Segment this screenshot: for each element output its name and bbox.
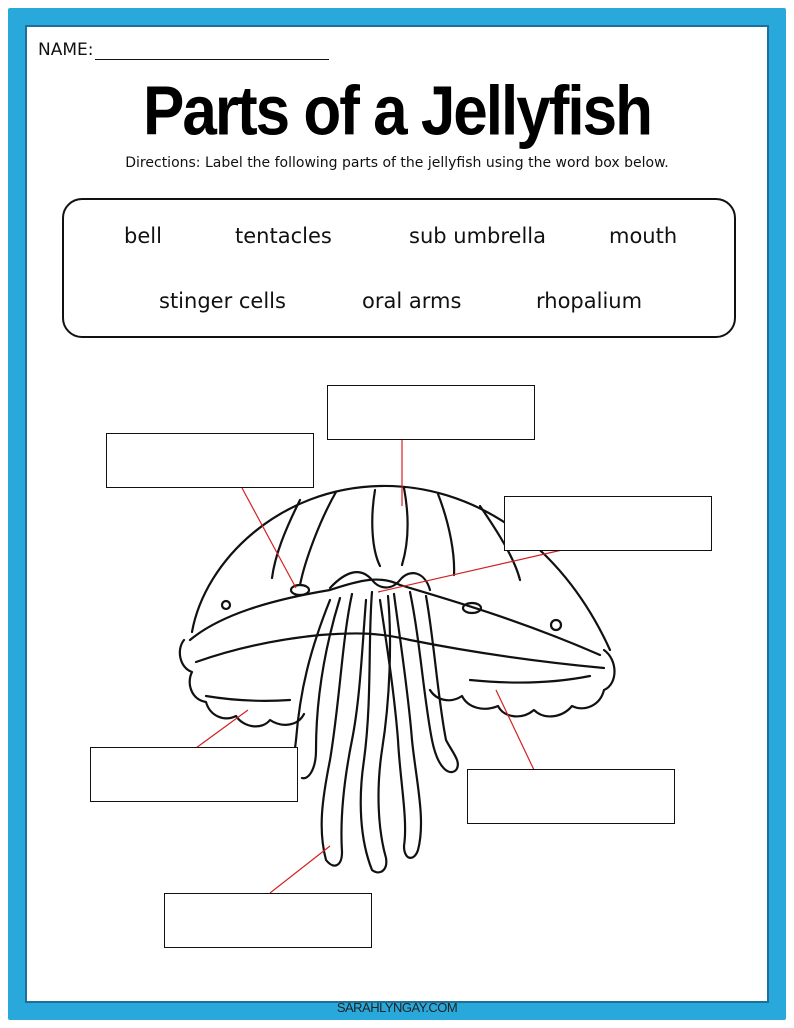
name-label: NAME:	[38, 40, 94, 60]
word-mouth: mouth	[609, 224, 678, 248]
mouth-outline	[328, 571, 432, 592]
label-box-upper-right[interactable]	[504, 496, 712, 551]
pointer-lines	[195, 440, 563, 894]
word-sub-umbrella: sub umbrella	[409, 224, 546, 248]
word-oral-arms: oral arms	[362, 289, 462, 313]
pointer-line-rhopalium	[241, 487, 297, 589]
page-title: Parts of a Jellyfish	[143, 72, 653, 151]
tentacle	[300, 596, 342, 780]
label-box-lower-left[interactable]	[90, 747, 298, 802]
name-row: NAME:	[38, 36, 330, 60]
footer-site: SARAHLYNGAY.COM	[336, 1000, 458, 1015]
pointer-line-mouth	[377, 549, 563, 593]
directions-text: Directions: Label the following parts of…	[125, 155, 669, 171]
word-box: bell tentacles sub umbrella mouth stinge…	[62, 198, 736, 338]
name-field[interactable]	[95, 41, 330, 60]
word-rhopalium: rhopalium	[536, 289, 643, 313]
oral-arm	[359, 590, 392, 874]
word-stinger-cells: stinger cells	[159, 289, 286, 313]
word-bell: bell	[124, 224, 162, 248]
oral-arm	[378, 592, 423, 859]
pointer-line-arm	[269, 845, 331, 894]
sub-umbrella-outline	[188, 578, 602, 657]
oral-arm	[408, 590, 459, 774]
pointer-line-margin	[195, 709, 249, 749]
label-box-bottom[interactable]	[164, 893, 372, 948]
word-tentacles: tentacles	[235, 224, 332, 248]
bell-outline	[190, 484, 612, 652]
label-box-upper-left[interactable]	[106, 433, 314, 488]
label-box-lower-right[interactable]	[467, 769, 675, 824]
label-box-top[interactable]	[327, 385, 535, 440]
pointer-line-sub-umbrella	[495, 689, 535, 771]
oral-arm	[320, 592, 368, 867]
